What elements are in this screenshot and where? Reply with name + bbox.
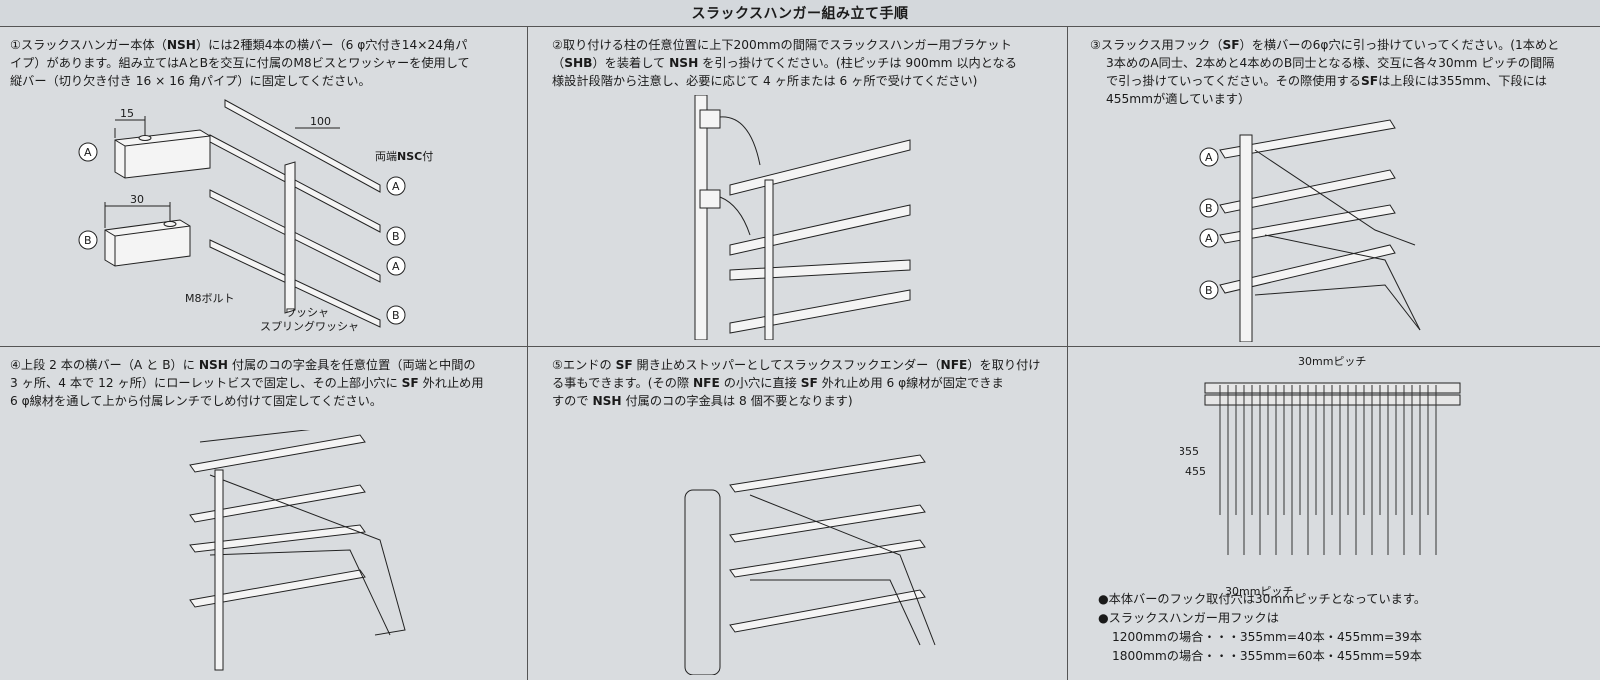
horizontal-bars — [209, 99, 381, 328]
step1-diagram: 15 A 30 B 100 両端NSC付 A B A B M8ボルト — [78, 99, 433, 333]
step3-text: ③スラックス用フック（SF）を横バーの6φ穴に引っ掛けていってください。(1本め… — [1090, 38, 1560, 106]
dim-15: 15 — [120, 107, 134, 120]
bolt-label: M8ボルト — [185, 292, 235, 305]
svg-text:B: B — [392, 309, 400, 322]
dim-30: 30 — [130, 193, 144, 206]
step2-text: ②取り付ける柱の任意位置に上下200mmの間隔でスラックスハンガー用ブラケット … — [552, 38, 1017, 88]
step4-diagram — [189, 430, 406, 671]
hook-array — [1219, 385, 1437, 555]
svg-text:A: A — [392, 260, 400, 273]
step3-diagram: A B A B — [1199, 119, 1421, 342]
title-bar: スラックスハンガー組み立て手順 — [0, 0, 1600, 27]
divider-horizontal — [0, 346, 1600, 347]
nsc-label: 両端NSC付 — [375, 150, 433, 163]
label-b: B — [84, 234, 92, 247]
part-b-section — [104, 202, 191, 267]
step4-text: ④上段 2 本の横バー（A と B）に NSH 付属のコの字金具を任意位置（両端… — [10, 358, 484, 408]
step1-text: ①スラックスハンガー本体（NSH）には2種類4本の横バー（6 φ穴付き14×24… — [10, 38, 470, 88]
divider-1 — [527, 26, 528, 680]
step2-diagram — [694, 95, 911, 340]
dim-455: 455 — [1185, 465, 1206, 478]
svg-text:A: A — [1205, 151, 1213, 164]
svg-text:B: B — [1205, 284, 1213, 297]
label-a: A — [84, 146, 92, 159]
page-title: スラックスハンガー組み立て手順 — [691, 6, 909, 22]
step5-diagram — [684, 454, 936, 675]
step6-diagram: 30mmピッチ 30mmピッチ 355 455 — [1180, 355, 1461, 598]
spring-washer-label: スプリングワッシャ — [260, 319, 359, 333]
svg-text:A: A — [1205, 232, 1213, 245]
part-a-section — [114, 116, 211, 179]
pitch-top-label: 30mmピッチ — [1298, 355, 1366, 368]
step6-notes: ●本体バーのフック取付穴は30mmピッチとなっています。 ●スラックスハンガー用… — [1098, 592, 1427, 663]
step5-text: ⑤エンドの SF 開き止めストッパーとしてスラックスフックエンダー（NFE）を取… — [552, 358, 1041, 408]
washer-label: ワッシャ — [285, 306, 329, 319]
svg-text:B: B — [1205, 202, 1213, 215]
svg-text:B: B — [392, 230, 400, 243]
pitch-bottom-label: 30mmピッチ — [1225, 585, 1293, 598]
divider-2 — [1067, 26, 1068, 680]
dim-355: 355 — [1180, 445, 1199, 458]
svg-text:A: A — [392, 180, 400, 193]
dim-100: 100 — [310, 115, 331, 128]
